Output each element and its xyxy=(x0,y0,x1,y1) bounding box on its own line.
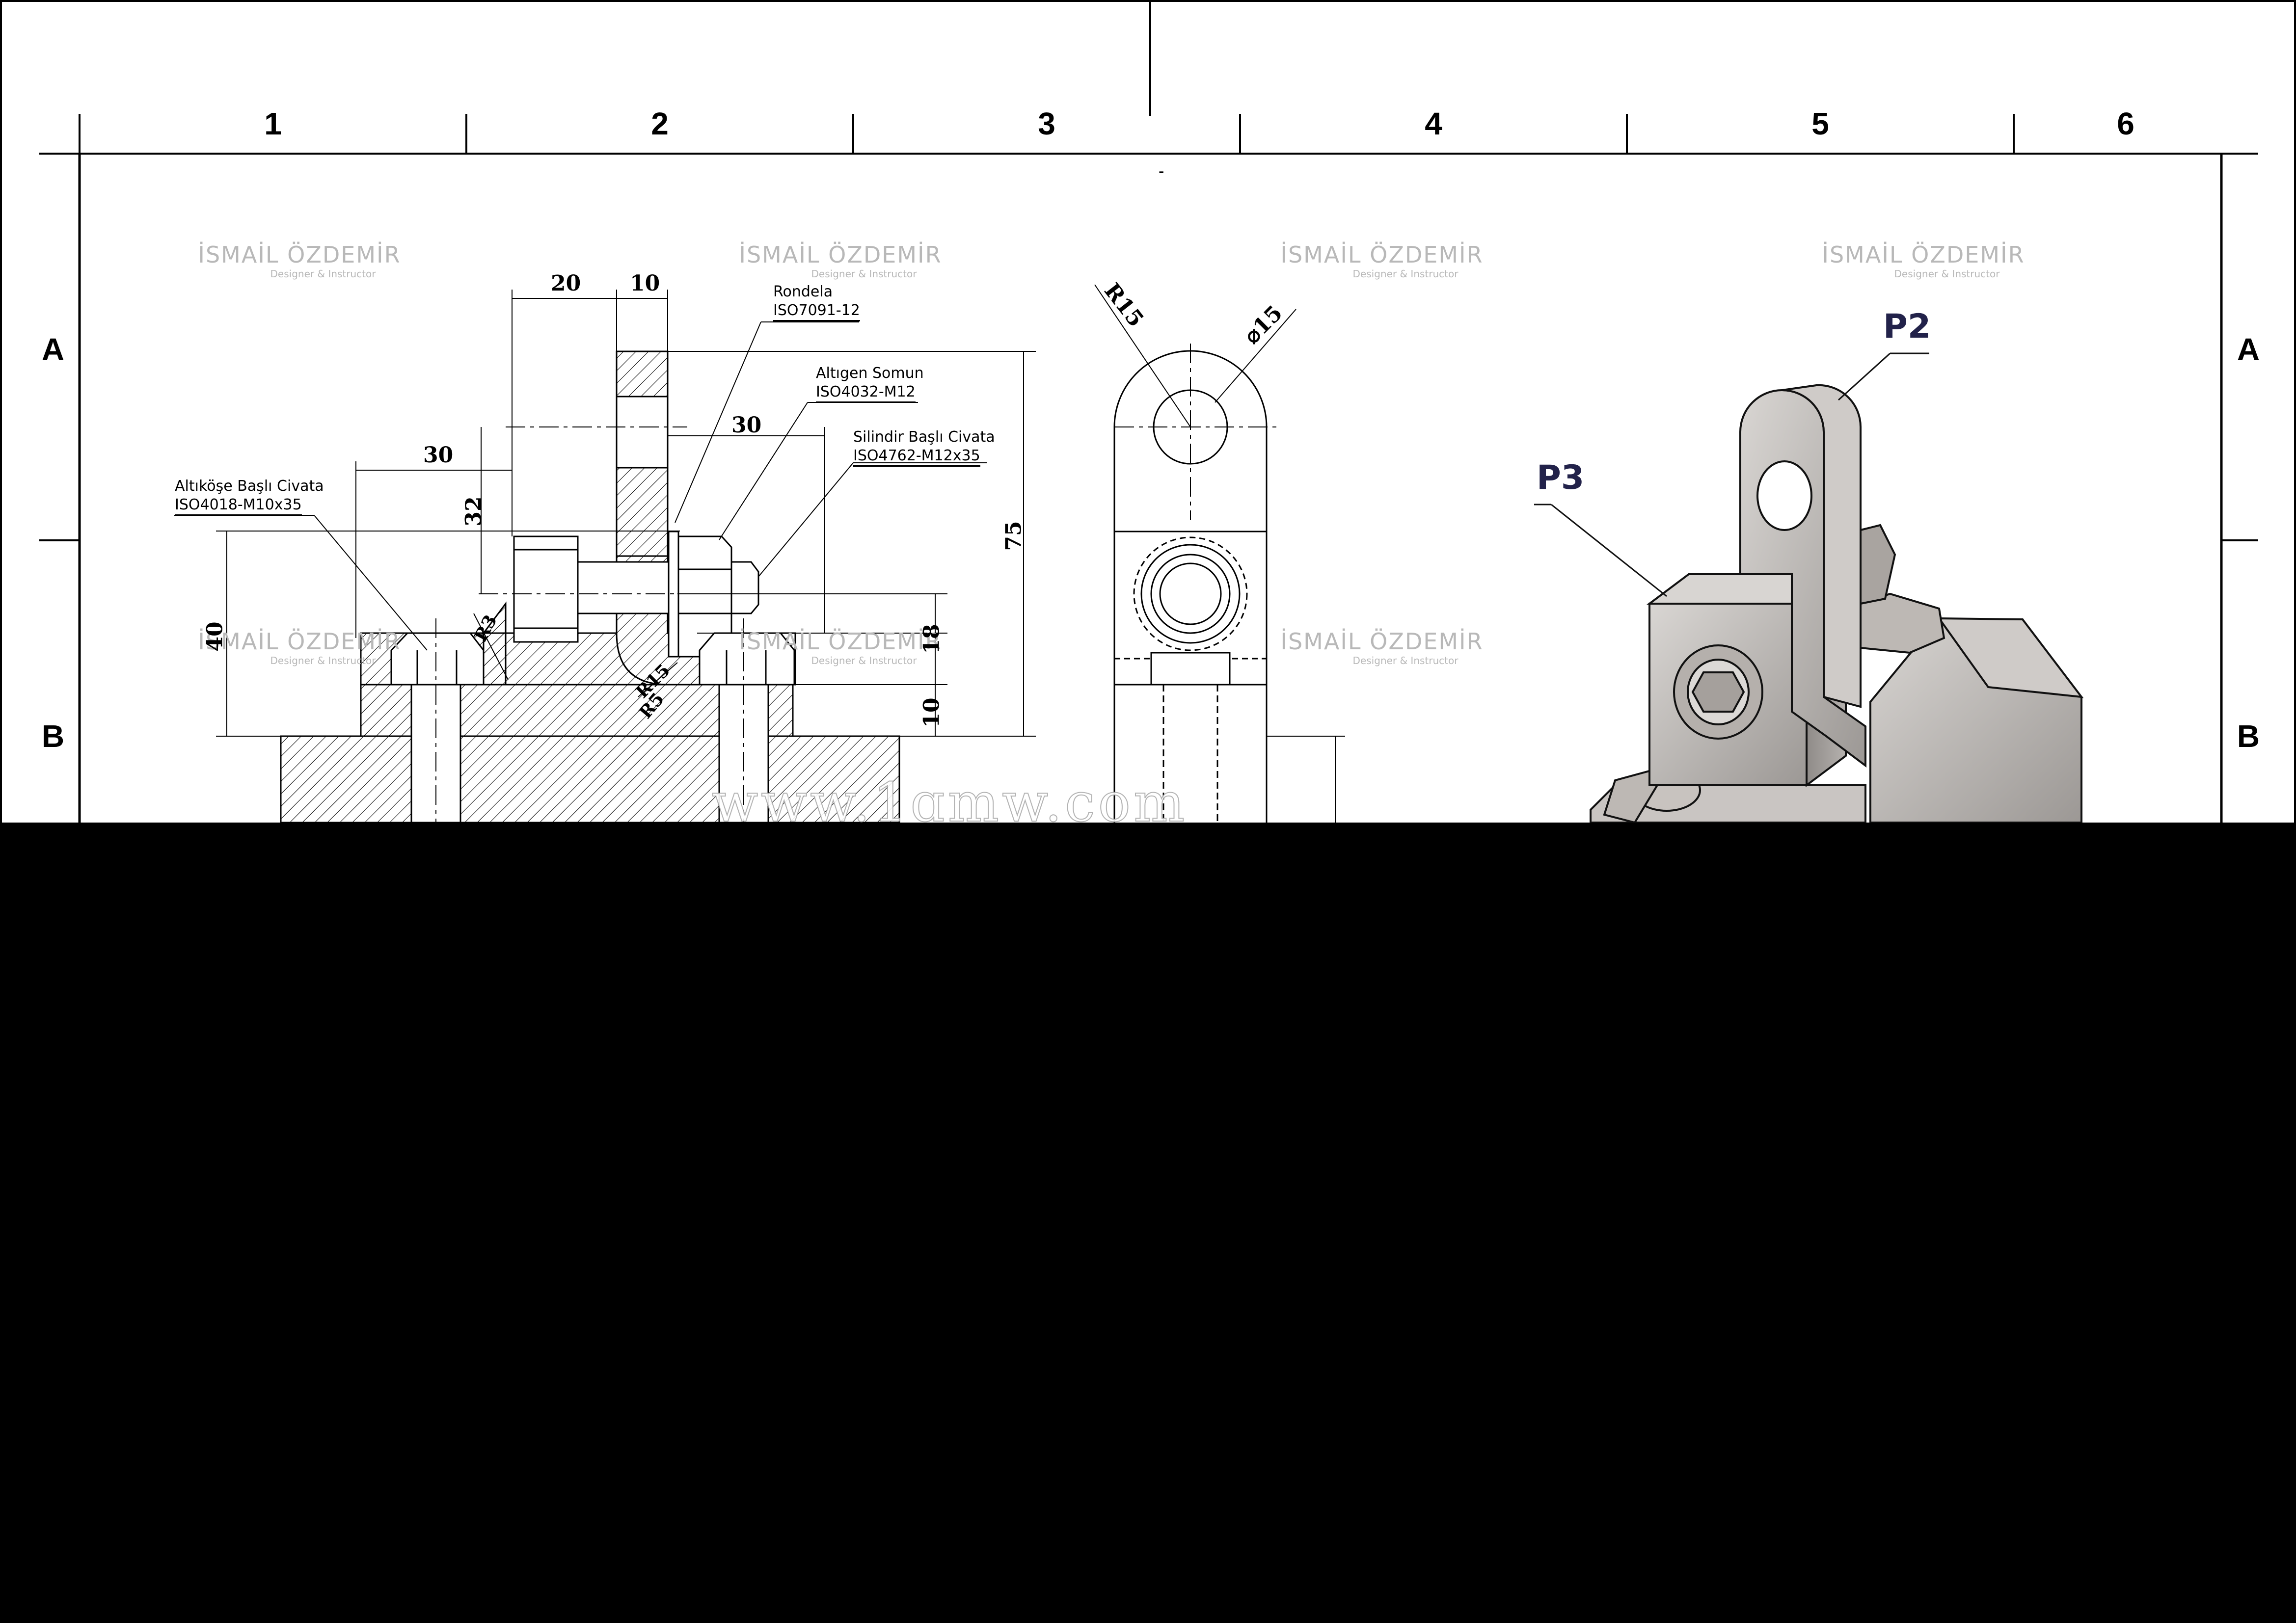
callout-hex-bolt-code: ISO4018-M10x35 xyxy=(175,496,302,516)
zone-number-1: 1 xyxy=(264,106,282,141)
sheet-border xyxy=(0,0,2296,823)
callout-washer-name: Rondela xyxy=(773,283,833,300)
isometric-view xyxy=(1534,352,2084,823)
callout-socket-screw-code: ISO4762-M12x35 xyxy=(853,447,980,467)
callout-socket-screw: Silindir Başlı Civata ISO4762-M12x35 xyxy=(853,428,995,467)
author-watermark: İSMAİL ÖZDEMİR Designer & Instructor xyxy=(1254,243,1510,279)
dimension-10-top: 10 xyxy=(630,271,660,296)
author-watermark: İSMAİL ÖZDEMİR Designer & Instructor xyxy=(172,630,427,665)
author-watermark: İSMAİL ÖZDEMİR Designer & Instructor xyxy=(172,243,427,279)
watermark-name: İSMAİL ÖZDEMİR xyxy=(198,241,401,268)
author-watermark: İSMAİL ÖZDEMİR Designer & Instructor xyxy=(1254,630,1510,665)
zone-letter-a-left: A xyxy=(41,332,65,367)
zone-number-4: 4 xyxy=(1425,106,1442,141)
section-view xyxy=(280,350,947,823)
watermark-role: Designer & Instructor xyxy=(811,655,917,666)
author-watermark: İSMAİL ÖZDEMİR Designer & Instructor xyxy=(713,243,968,279)
watermark-role: Designer & Instructor xyxy=(1352,268,1459,280)
callout-washer-code: ISO7091-12 xyxy=(773,301,860,321)
part-tag-p2: P2 xyxy=(1883,307,1931,346)
drawing-linework xyxy=(0,0,2296,823)
dimension-75: 75 xyxy=(1001,521,1026,551)
side-view xyxy=(1094,284,1345,823)
callout-hex-bolt: Altıköşe Başlı Civata ISO4018-M10x35 xyxy=(175,477,324,516)
drawing-sheet: 1 2 3 4 5 6 A B A B - İSMAİL ÖZDEMİR Des… xyxy=(0,0,2296,823)
zone-number-5: 5 xyxy=(1811,106,1829,141)
watermark-role: Designer & Instructor xyxy=(1352,655,1459,666)
dimension-30-left: 30 xyxy=(423,443,454,468)
dimension-10-right: 10 xyxy=(919,697,945,728)
watermark-role: Designer & Instructor xyxy=(1894,268,2000,280)
callout-socket-screw-name: Silindir Başlı Civata xyxy=(853,428,995,446)
watermark-name: İSMAİL ÖZDEMİR xyxy=(1280,628,1484,655)
watermark-name: İSMAİL ÖZDEMİR xyxy=(198,628,401,655)
sheet-center-mark: - xyxy=(1159,162,1164,181)
site-watermark: www.1ɑmw.com xyxy=(711,771,1188,823)
watermark-name: İSMAİL ÖZDEMİR xyxy=(739,241,942,268)
watermark-name: İSMAİL ÖZDEMİR xyxy=(1280,241,1484,268)
dimension-20: 20 xyxy=(551,271,581,296)
author-watermark: İSMAİL ÖZDEMİR Designer & Instructor xyxy=(1796,243,2051,279)
zone-number-3: 3 xyxy=(1038,106,1055,141)
zone-letter-b-right: B xyxy=(2237,718,2260,754)
dimension-32: 32 xyxy=(461,496,486,527)
callout-hex-nut-name: Altıgen Somun xyxy=(816,365,924,382)
callout-hex-nut-code: ISO4032-M12 xyxy=(816,383,916,403)
part-tag-p3: P3 xyxy=(1537,458,1585,497)
dimension-40: 40 xyxy=(202,621,228,652)
watermark-role: Designer & Instructor xyxy=(270,268,376,280)
callout-washer: Rondela ISO7091-12 xyxy=(773,283,860,321)
dimension-30-mid: 30 xyxy=(731,413,762,438)
watermark-role: Designer & Instructor xyxy=(270,655,376,666)
zone-number-2: 2 xyxy=(651,106,669,141)
callout-hex-bolt-name: Altıköşe Başlı Civata xyxy=(175,478,324,495)
callout-hex-nut: Altıgen Somun ISO4032-M12 xyxy=(816,364,924,403)
author-watermark: İSMAİL ÖZDEMİR Designer & Instructor xyxy=(713,630,968,665)
zone-number-6: 6 xyxy=(2117,106,2134,141)
zone-letter-b-left: B xyxy=(41,718,65,754)
dimension-18: 18 xyxy=(919,624,945,654)
watermark-name: İSMAİL ÖZDEMİR xyxy=(739,628,942,655)
watermark-role: Designer & Instructor xyxy=(811,268,917,280)
dimension-lines xyxy=(174,290,1036,737)
watermark-name: İSMAİL ÖZDEMİR xyxy=(1822,241,2025,268)
zone-letter-a-right: A xyxy=(2237,332,2260,367)
